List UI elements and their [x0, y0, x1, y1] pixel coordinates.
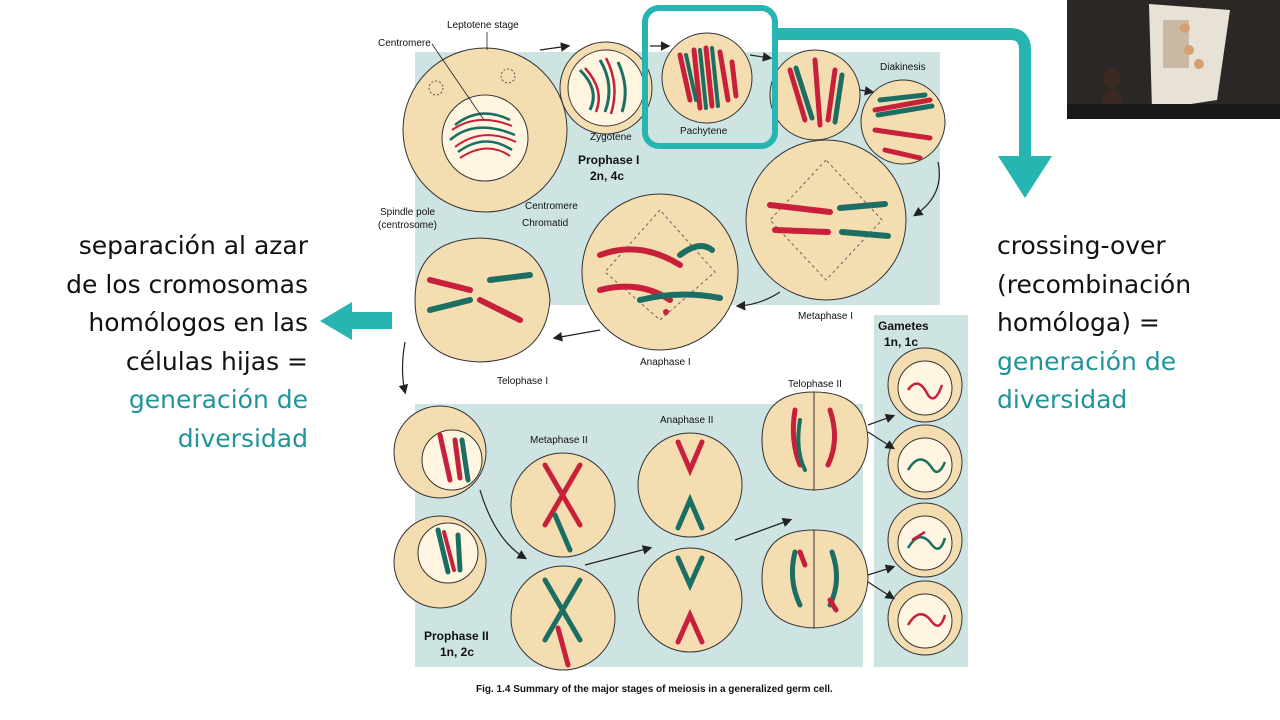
label-prophase2: Prophase II [424, 629, 489, 643]
metaphase2-cell-top [510, 452, 616, 558]
label-gametes: Gametes [878, 319, 929, 333]
prophase2-cell-bottom [393, 515, 487, 609]
left-line-1: separación al azar [78, 231, 308, 260]
diplotene-cell [769, 49, 861, 141]
left-line-2: de los cromosomas [66, 269, 308, 299]
label-zygotene: Zygotene [590, 132, 632, 143]
pachytene-cell [661, 32, 753, 124]
left-line-4: células hijas = [125, 346, 308, 376]
anaphase2-cell-bottom [637, 547, 743, 653]
label-telophase2: Telophase II [788, 379, 842, 390]
right-explanation: crossing-over (recombinación homóloga) =… [997, 227, 1191, 420]
right-highlight-2: diversidad [997, 385, 1128, 414]
left-line-3: homólogos en las [88, 308, 308, 337]
label-prophase1-ploidy: 2n, 4c [590, 169, 624, 183]
right-line-3: homóloga) = [997, 308, 1160, 337]
telophase1-cell [414, 237, 551, 363]
centrosome-icon [428, 80, 444, 96]
crossing-over-arrow-icon [775, 28, 1052, 198]
figure-caption: Fig. 1.4 Summary of the major stages of … [476, 684, 833, 695]
centrosome-icon [500, 68, 516, 84]
label-diakinesis: Diakinesis [880, 62, 926, 73]
label-centromere-mid: Centromere [525, 201, 578, 212]
metaphase1-cell [745, 139, 907, 301]
right-line-2: (recombinación [997, 269, 1192, 299]
label-anaphase2: Anaphase II [660, 415, 713, 426]
left-highlight-2: diversidad [177, 423, 308, 453]
telophase2-cell-bottom [761, 529, 869, 629]
pachytene-highlight [642, 5, 778, 149]
flow-arrows [398, 41, 940, 600]
label-prophase1: Prophase I [578, 153, 639, 167]
webcam-thumbnail [1067, 0, 1280, 119]
left-highlight-1: generación de [128, 385, 308, 414]
leptotene-cell [402, 32, 568, 213]
metaphase2-cell-bottom [510, 565, 616, 671]
gamete-1 [887, 347, 963, 423]
label-leptotene: Leptotene stage [447, 20, 519, 31]
label-chromatid: Chromatid [522, 218, 568, 229]
label-prophase2-ploidy: 1n, 2c [440, 645, 474, 659]
label-gametes-ploidy: 1n, 1c [884, 335, 918, 349]
label-centrosome: (centrosome) [378, 220, 437, 231]
telophase2-cell-top [761, 391, 869, 491]
anaphase2-cell-top [637, 432, 743, 538]
anaphase1-cell [581, 193, 739, 351]
left-explanation: separación al azar de los cromosomas hom… [66, 227, 308, 458]
label-telophase1: Telophase I [497, 376, 548, 387]
label-spindle-pole: Spindle pole [380, 207, 435, 218]
label-metaphase1: Metaphase I [798, 311, 853, 322]
gamete-3 [887, 502, 963, 578]
right-highlight-1: generación de [997, 346, 1177, 376]
gamete-4 [887, 580, 963, 656]
label-centromere-top: Centromere [378, 38, 431, 49]
zygotene-cell [559, 41, 653, 135]
label-anaphase1: Anaphase I [640, 357, 691, 368]
label-metaphase2: Metaphase II [530, 435, 588, 446]
prophase2-cell-top [393, 405, 487, 499]
gamete-2 [887, 424, 963, 500]
right-line-1: crossing-over [997, 231, 1166, 260]
diakinesis-cell [860, 79, 946, 165]
label-pachytene: Pachytene [680, 126, 728, 137]
left-arrow-icon [320, 302, 392, 340]
